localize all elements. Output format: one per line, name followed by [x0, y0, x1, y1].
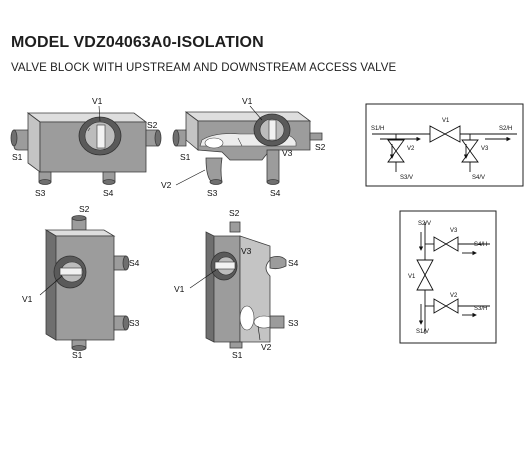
label-s1: S1	[72, 350, 83, 360]
label-s2: S2	[79, 204, 90, 214]
label-v2: V2	[261, 342, 272, 352]
label-v1: V1	[92, 96, 103, 106]
label-s4v: S4/V	[472, 175, 485, 181]
label-v3: V3	[282, 148, 293, 158]
label-s4: S4	[129, 258, 140, 268]
label-s1: S1	[12, 152, 23, 162]
schematic-frame	[365, 103, 524, 187]
label-v2: V2	[161, 180, 172, 190]
label-s2: S2	[229, 208, 240, 218]
label-s4h: S4/H	[474, 242, 487, 248]
label-s3v: S3/V	[400, 175, 413, 181]
label-v3: V3	[241, 246, 252, 256]
label-s2v: S2/V	[418, 221, 431, 227]
label-s2h: S2/H	[499, 126, 512, 132]
label-v2: V2	[407, 146, 415, 152]
label-s1h: S1/H	[371, 126, 384, 132]
label-s2: S2	[147, 120, 158, 130]
label-s3: S3	[207, 188, 218, 198]
label-v1: V1	[442, 118, 450, 124]
label-v1: V1	[174, 284, 185, 294]
label-v3: V3	[481, 146, 489, 152]
valve-block-vertical-3d: S2 S4 V1 S3 S1	[22, 204, 140, 360]
label-s1: S1	[232, 350, 243, 360]
label-s3: S3	[35, 188, 46, 198]
label-s1: S1	[180, 152, 191, 162]
page-subtitle: VALVE BLOCK WITH UPSTREAM AND DOWNSTREAM…	[11, 62, 397, 74]
schematic-vertical: S2/V V3 S4/H V1 V2 S3/H S1/V	[399, 210, 497, 344]
label-v1: V1	[408, 274, 416, 280]
valve-block-horizontal-3d: V1 S2 S1 S3 S4	[10, 96, 162, 198]
valve-block-horizontal-cutaway: V1 S1 V3 S2 V2 S3 S4	[161, 96, 326, 198]
valve-block-vertical-cutaway: S2 V3 S4 V1 S3 V2 S1	[174, 208, 299, 360]
page-title: MODEL VDZ04063A0-ISOLATION	[11, 34, 264, 51]
label-s3: S3	[129, 318, 140, 328]
label-s4: S4	[270, 188, 281, 198]
label-v3: V3	[450, 228, 458, 234]
schematic-frame	[399, 210, 497, 344]
label-s4: S4	[288, 258, 299, 268]
label-s2: S2	[315, 142, 326, 152]
label-s4: S4	[103, 188, 114, 198]
label-v1: V1	[22, 294, 33, 304]
schematic-horizontal: S1/H S2/H V1 V2 V3 S3/V S4/V	[365, 103, 524, 187]
label-v2: V2	[450, 293, 458, 299]
label-s1v: S1/V	[416, 329, 429, 335]
label-s3: S3	[288, 318, 299, 328]
label-s3h: S3/H	[474, 306, 487, 312]
label-v1: V1	[242, 96, 253, 106]
